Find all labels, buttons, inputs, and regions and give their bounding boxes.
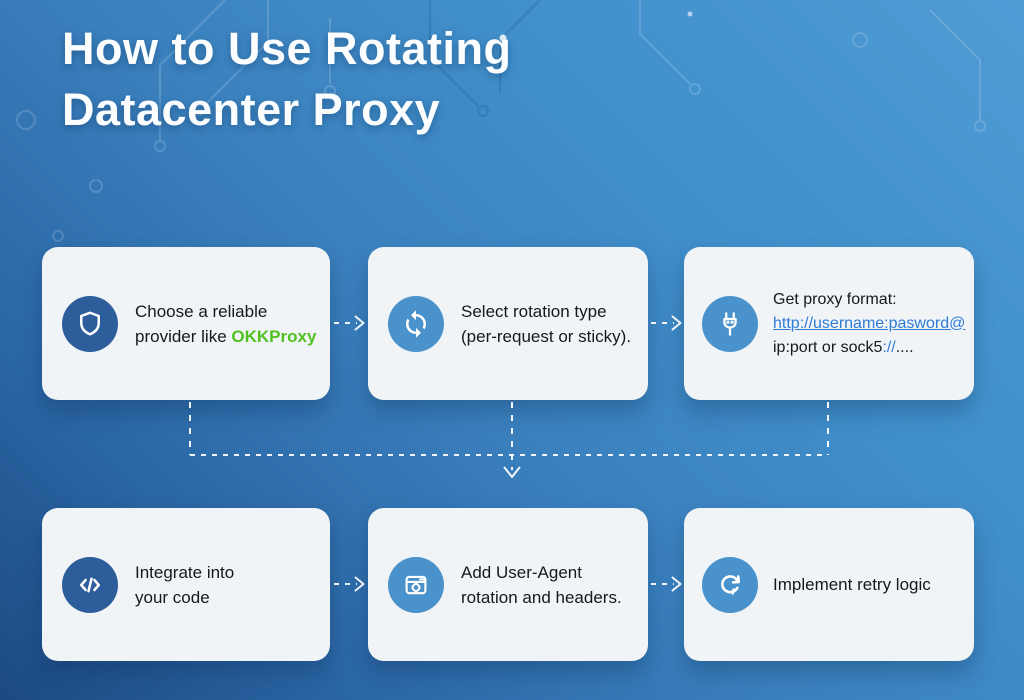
browser-icon xyxy=(388,556,444,613)
step-text-user-agent: Add User-Agent rotation and headers. xyxy=(461,560,622,610)
rotate-icon xyxy=(388,295,444,352)
step-card-user-agent: Add User-Agent rotation and headers. xyxy=(368,508,648,661)
page-title-line-1: How to Use Rotating xyxy=(62,23,512,74)
step-card-choose-provider: Choose a reliable provider like OKKProxy xyxy=(42,247,330,400)
step-card-proxy-format: Get proxy format: http://username:paswor… xyxy=(684,247,974,400)
step4-line2: your code xyxy=(135,587,210,607)
step3-line3-sep: :// xyxy=(882,338,896,356)
proxy-format-link[interactable]: http://username:pasword@ xyxy=(773,314,966,332)
step3-line1: Get proxy format: xyxy=(773,290,897,308)
connector-down-arrowhead xyxy=(503,466,521,478)
step3-line3: ip:port or sock5 xyxy=(773,338,883,356)
brand-highlight: OKKProxy xyxy=(231,326,317,346)
plug-icon xyxy=(702,295,758,352)
page-title-line-2: Datacenter Proxy xyxy=(62,84,441,135)
step4-line1: Integrate into xyxy=(135,562,235,582)
step-text-choose-provider: Choose a reliable provider like OKKProxy xyxy=(135,299,316,349)
step-card-retry-logic: Implement retry logic xyxy=(684,508,974,661)
step-card-rotation-type: Select rotation type (per-request or sti… xyxy=(368,247,648,400)
step2-line2: (per-request or sticky). xyxy=(461,326,632,346)
step6-line1: Implement retry logic xyxy=(773,575,931,594)
step-text-rotation-type: Select rotation type (per-request or sti… xyxy=(461,299,631,349)
step5-line1: Add User-Agent xyxy=(461,562,582,582)
page-title: How to Use Rotating Datacenter Proxy xyxy=(62,18,511,140)
step-text-retry-logic: Implement retry logic xyxy=(773,572,931,597)
step5-line2: rotation and headers. xyxy=(461,587,622,607)
code-icon xyxy=(62,556,118,613)
step-text-proxy-format: Get proxy format: http://username:paswor… xyxy=(773,288,965,360)
step-card-integrate-code: Integrate into your code xyxy=(42,508,330,661)
step2-line1: Select rotation type xyxy=(461,301,607,321)
shield-icon xyxy=(62,295,118,352)
step1-line2: provider like xyxy=(135,326,232,346)
step-text-integrate-code: Integrate into your code xyxy=(135,560,234,610)
retry-icon xyxy=(702,556,758,613)
step1-line1: Choose a reliable xyxy=(135,301,268,321)
step3-line3-end: .... xyxy=(895,338,914,356)
